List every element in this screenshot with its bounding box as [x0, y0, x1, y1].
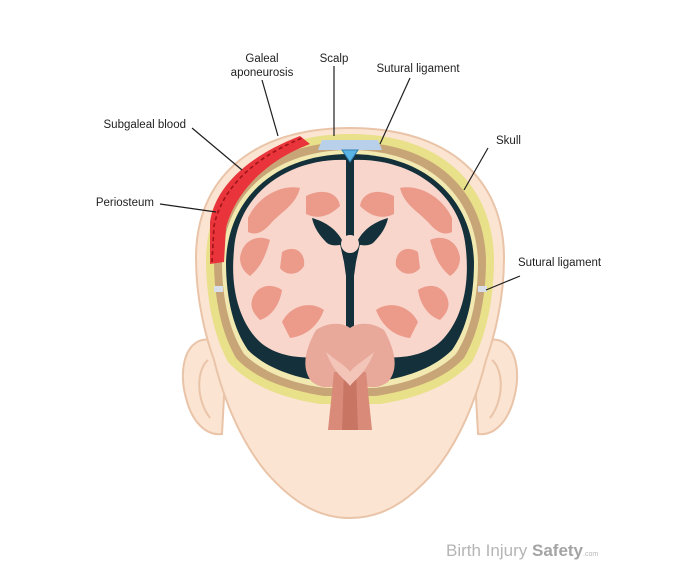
sutural-ligament-top	[318, 140, 382, 150]
label-galeal: Galeal	[245, 53, 278, 65]
brainstem-center	[342, 372, 358, 430]
brain-gyri-right	[360, 187, 460, 338]
label-sutural-top: Sutural ligament	[376, 63, 460, 75]
label-sutural-side: Sutural ligament	[518, 257, 602, 269]
sutural-ligament-left	[214, 286, 223, 292]
leader-lines	[159, 66, 521, 291]
triangle-sinus-icon	[341, 149, 359, 163]
lateral-ventricles	[312, 218, 388, 246]
label-skull: Skull	[496, 135, 521, 147]
third-ventricle	[340, 244, 360, 298]
sutural-ligament-right	[478, 286, 487, 292]
ventricle-center	[341, 235, 359, 253]
watermark-logo: Birth Injury Safety.com	[446, 541, 598, 560]
cerebellum	[305, 323, 395, 388]
label-periosteum: Periosteum	[96, 197, 154, 209]
label-scalp: Scalp	[320, 53, 349, 65]
subgaleal-blood-edge	[211, 137, 303, 263]
brain-gyri-left	[240, 187, 340, 338]
longitudinal-fissure	[346, 158, 354, 214]
label-subgaleal: Subgaleal blood	[104, 119, 187, 131]
label-aponeurosis: aponeurosis	[231, 67, 294, 79]
brainstem-folds	[326, 352, 374, 386]
subgaleal-blood	[210, 136, 310, 264]
